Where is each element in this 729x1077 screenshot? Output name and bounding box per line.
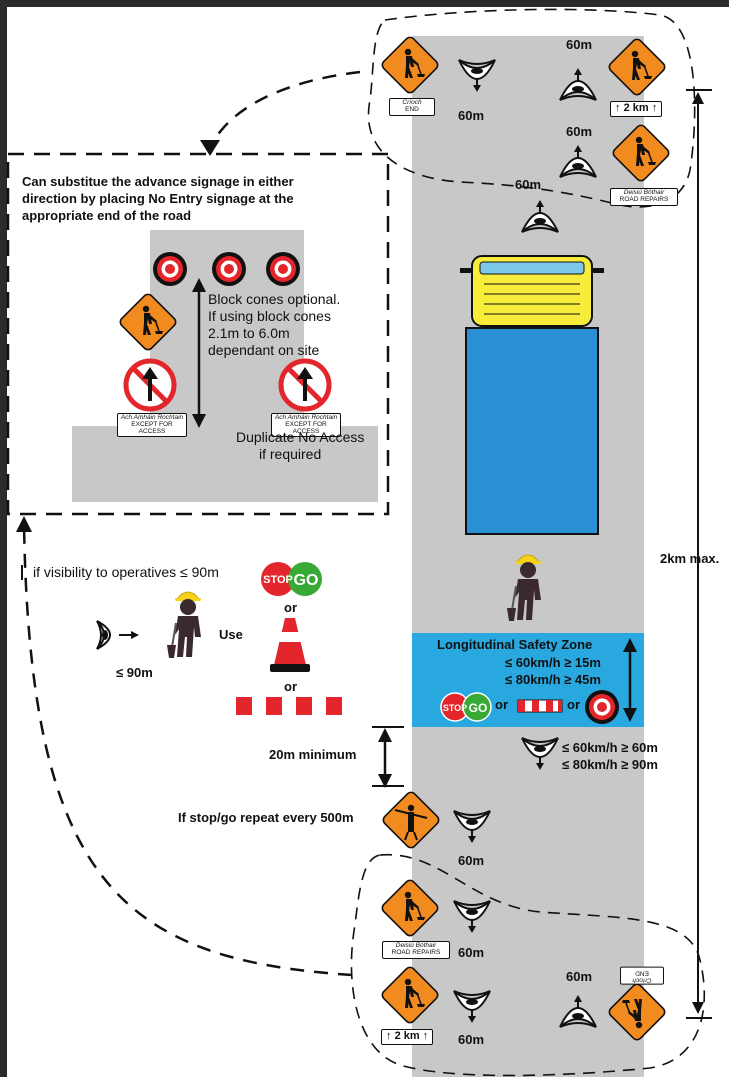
barrier-icon (517, 699, 563, 713)
distance-label: 60m (458, 108, 485, 123)
distance-label: 60m (566, 37, 593, 52)
advance-heading-line2: direction by placing No Entry signage at… (22, 191, 294, 206)
sight-line1: ≤ 60km/h ≥ 60m (562, 740, 658, 755)
two-km-plate: ↑ 2 km ↑ (610, 101, 663, 117)
stop-go-board-icon: STOP GO (261, 562, 322, 596)
visibility-label: if visibility to operatives ≤ 90m (33, 564, 219, 580)
two-km-plate: ↑ 2 km ↑ (381, 1029, 434, 1045)
or-label: or (284, 600, 297, 615)
block-cone-icon (212, 252, 246, 286)
no-entry-sign-icon (126, 361, 174, 409)
barrier-boards-icon (236, 697, 342, 715)
duplicate-line1: Duplicate No Access (236, 429, 365, 445)
or-label: or (284, 679, 297, 694)
operative-icon (166, 591, 202, 659)
distance-label: 60m (458, 1032, 485, 1047)
top-sign-cluster-outline (367, 8, 696, 208)
stop-go-sign-icon: STOP GO (440, 692, 492, 722)
repeat-label: If stop/go repeat every 500m (178, 810, 354, 825)
block-cones-line3: 2.1m to 6.0m (208, 325, 290, 341)
bottom-sign-cluster-outline (350, 854, 706, 1077)
window-top-border (0, 0, 729, 7)
twenty-minimum-label: 20m minimum (269, 747, 357, 762)
block-cone-icon (153, 252, 187, 286)
safety-zone-title: Longitudinal Safety Zone (437, 637, 593, 652)
svg-text:GO: GO (294, 572, 319, 589)
distance-label: 60m (566, 969, 593, 984)
svg-text:STOP: STOP (443, 703, 467, 713)
distance-label: 60m (458, 853, 485, 868)
dashed-arrow-top (208, 70, 361, 149)
window-left-border (0, 0, 7, 1077)
block-cone-icon (266, 252, 300, 286)
eye-looking-icon (96, 620, 139, 650)
distance-label: 60m (566, 124, 593, 139)
dashed-arrow-bottom (22, 524, 353, 977)
block-cones-line1: Block cones optional. (208, 291, 341, 307)
advance-heading-line1: Can substitue the advance signage in eit… (22, 174, 294, 189)
two-km-max-label: 2km max. (660, 551, 720, 566)
or-label: or (567, 697, 580, 712)
no-entry-sign-icon (281, 361, 329, 409)
block-cones-line4: dependant on site (208, 342, 320, 358)
block-cones-line2: If using block cones (208, 308, 331, 324)
traffic-cone-icon (270, 618, 310, 672)
works-vehicle-icon (460, 255, 604, 535)
use-label: Use (219, 627, 243, 642)
safety-zone-line2: ≤ 80km/h ≥ 45m (505, 672, 601, 687)
stop-go-operative-sign-icon (382, 791, 440, 849)
advance-heading-line3: appropriate end of the road (22, 208, 192, 223)
svg-text:GO: GO (469, 701, 488, 715)
safety-zone-line1: ≤ 60km/h ≥ 15m (505, 655, 601, 670)
cone-icon (585, 690, 619, 724)
svg-text:STOP: STOP (263, 574, 293, 586)
or-label: or (495, 697, 508, 712)
distance-label: 60m (458, 945, 485, 960)
distance-label: 60m (515, 177, 542, 192)
advance-signage-box (6, 152, 390, 516)
duplicate-line2: if required (259, 446, 322, 462)
sight-line2: ≤ 80km/h ≥ 90m (562, 757, 658, 772)
eye-distance-label: ≤ 90m (116, 665, 153, 680)
